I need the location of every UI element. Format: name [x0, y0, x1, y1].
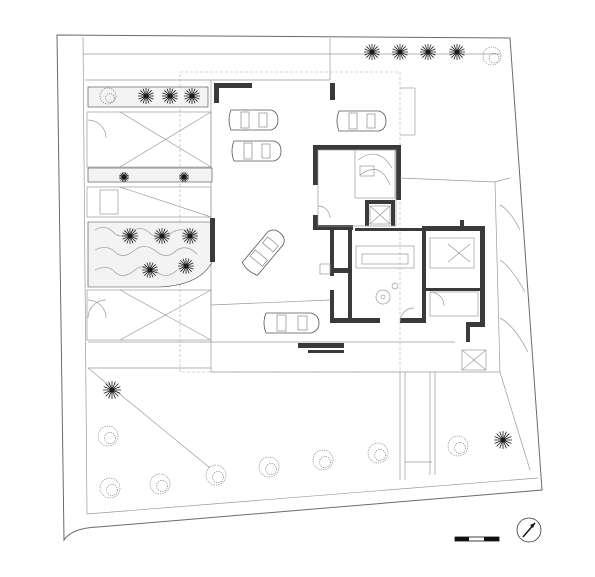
tree-icon [149, 473, 171, 495]
tree-icon [449, 44, 465, 60]
tree-icon [178, 258, 194, 274]
car [228, 109, 279, 131]
tree-icon [494, 431, 512, 449]
car [336, 110, 387, 132]
tree-icon [122, 228, 138, 244]
cars [228, 109, 387, 334]
left-garages [86, 111, 212, 341]
tree-icon [97, 425, 119, 447]
tree-icon [142, 262, 158, 278]
tree-icon [119, 172, 129, 182]
right-terraces [399, 87, 529, 373]
tree-icon [99, 477, 121, 499]
site-boundary [56, 34, 543, 542]
trees-light [97, 46, 502, 499]
tree-icon [99, 87, 117, 105]
garage-walls [210, 83, 344, 353]
lower-garden [87, 367, 531, 480]
scale-bar-icon [454, 536, 500, 542]
tree-icon [367, 442, 389, 464]
trees-dark [103, 44, 512, 449]
tree-icon [184, 88, 200, 104]
tree-icon [154, 228, 170, 244]
tree-icon [205, 464, 227, 486]
tree-icon [392, 44, 408, 60]
tree-icon [103, 381, 121, 399]
north-arrow-icon [516, 517, 542, 543]
tree-icon [482, 46, 502, 66]
tree-icon [179, 172, 189, 182]
tree-icon [312, 449, 334, 471]
tree-icon [162, 88, 178, 104]
tree-icon [182, 228, 198, 244]
car [241, 229, 285, 276]
tree-icon [364, 44, 380, 60]
tree-icon [420, 44, 436, 60]
tree-icon [258, 456, 280, 478]
car [263, 312, 320, 334]
house-walls [313, 145, 485, 342]
car [231, 140, 282, 162]
house-interior [317, 149, 487, 371]
tree-icon [447, 435, 469, 457]
tree-icon [138, 88, 154, 104]
